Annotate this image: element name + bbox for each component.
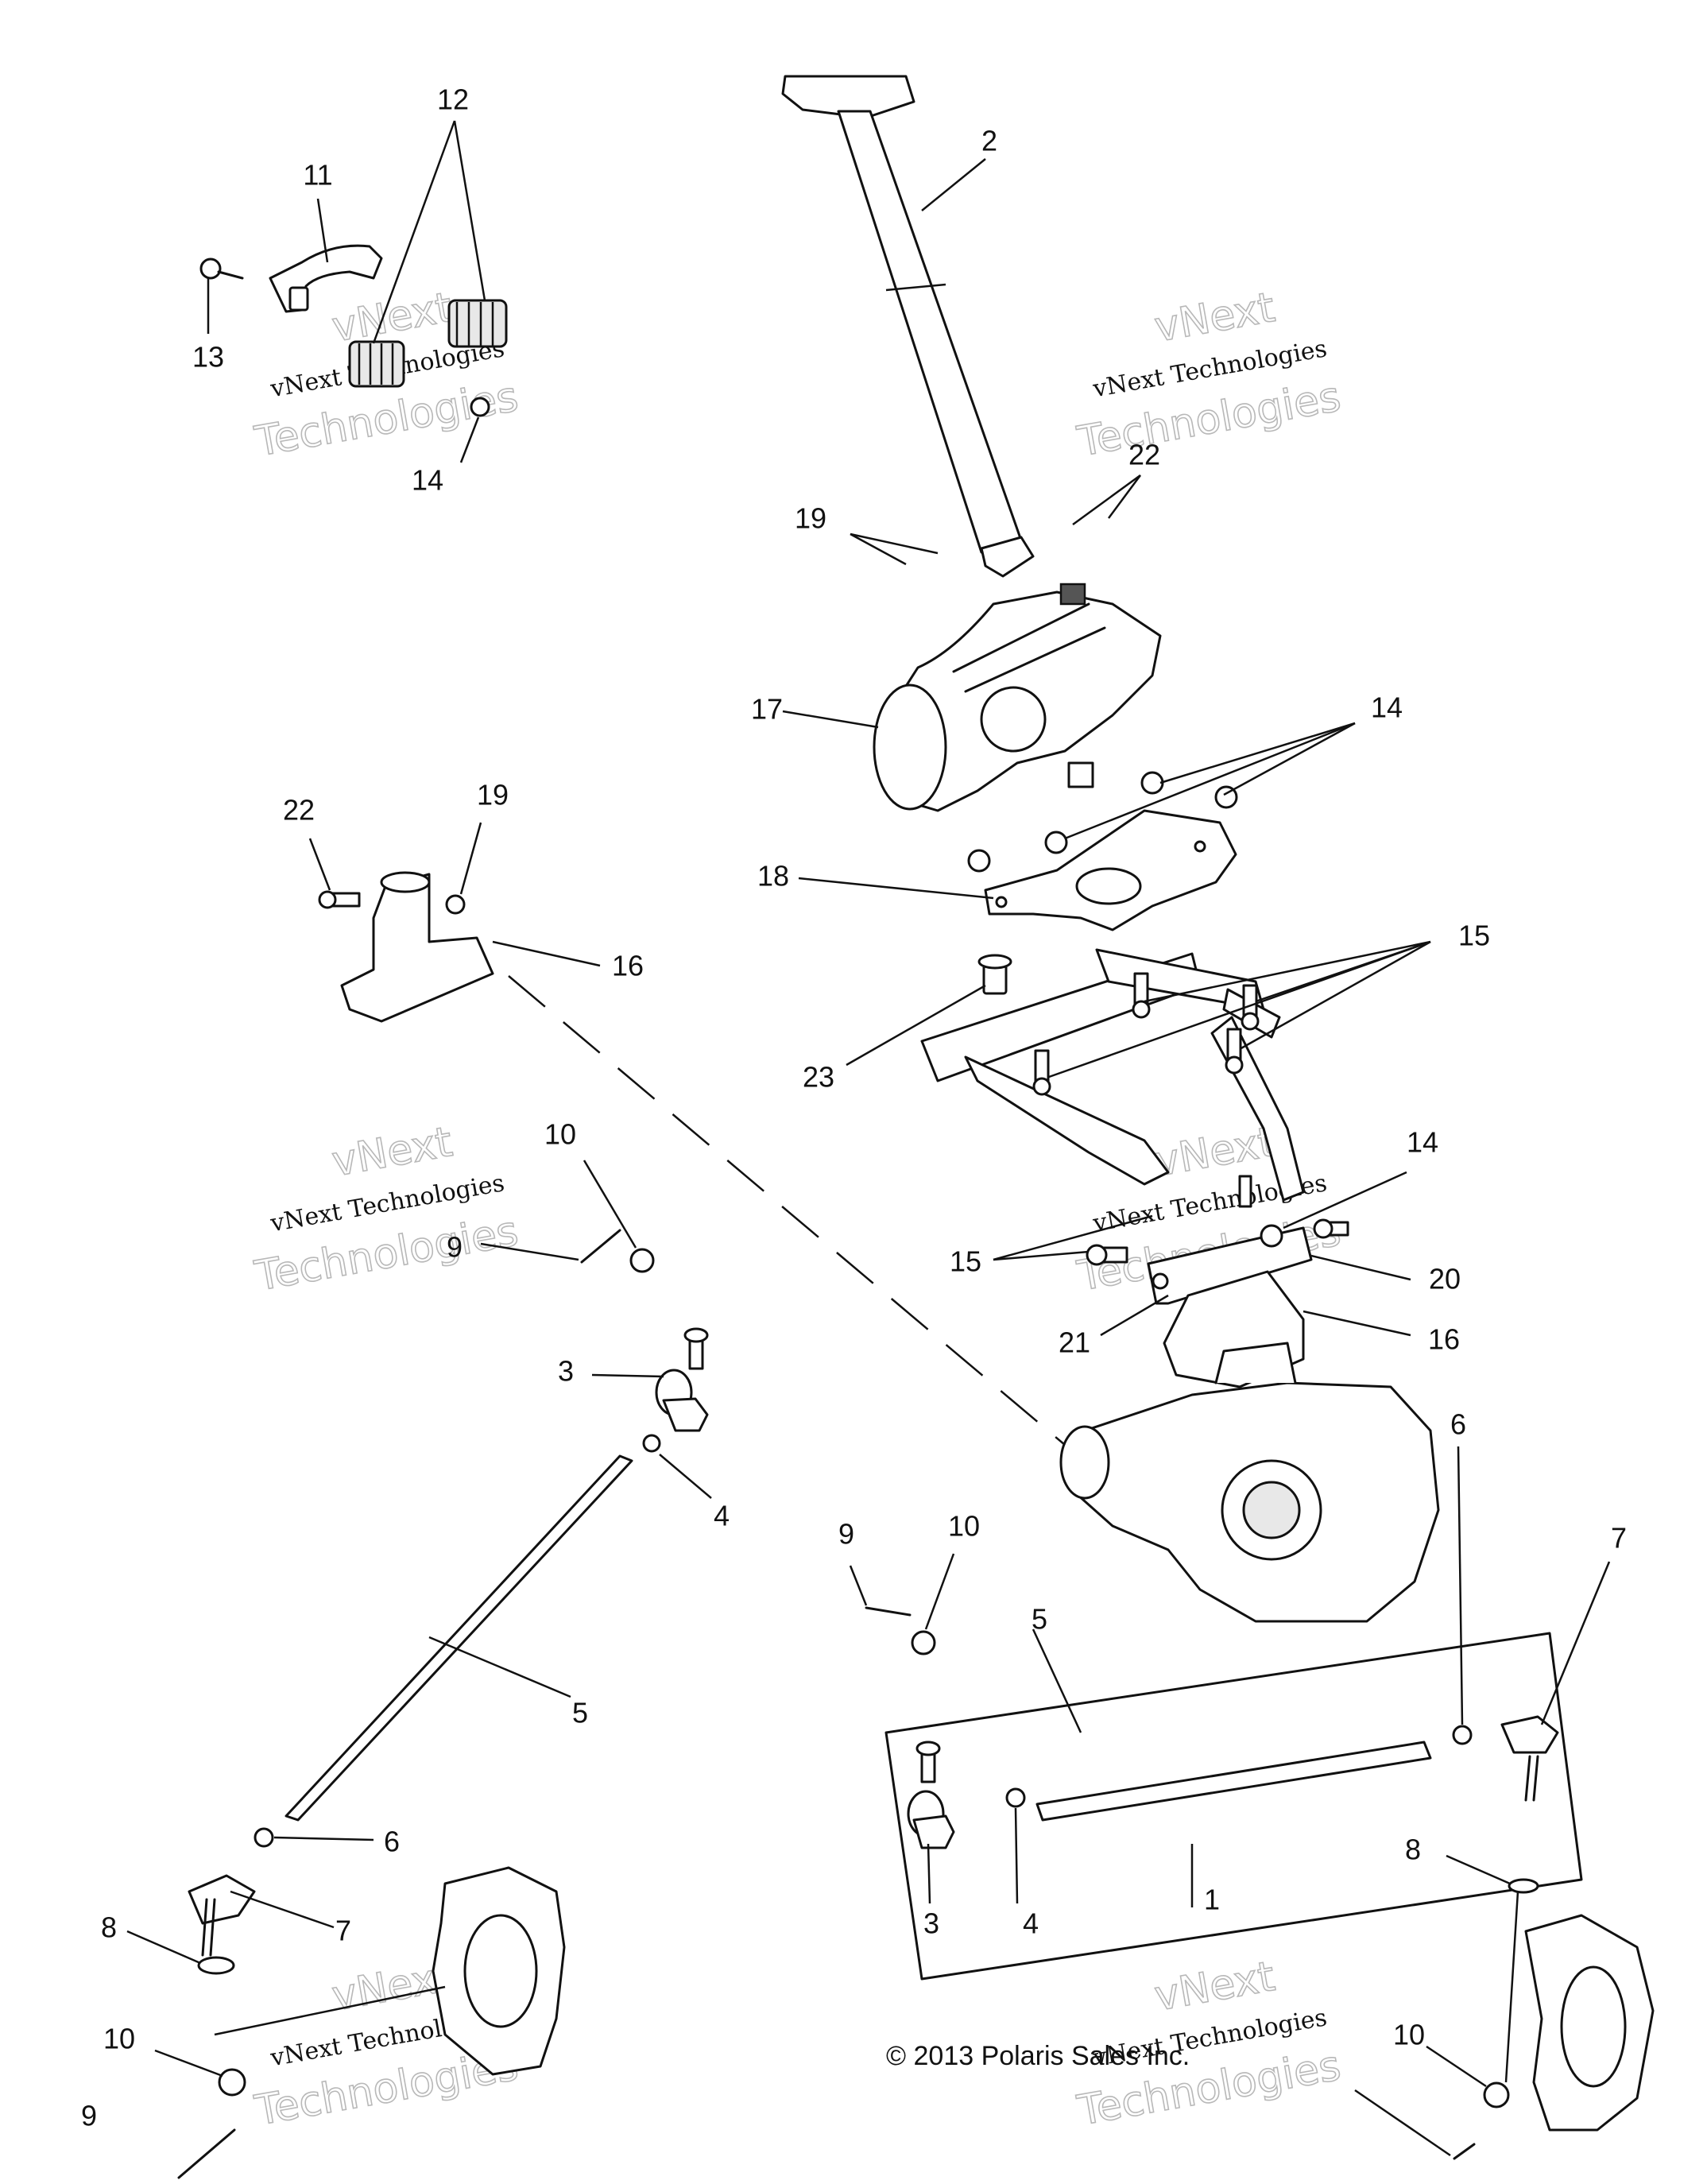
- left-tie-rod-assembly: [177, 1229, 709, 2179]
- steering-gearbox-part: [1059, 1342, 1440, 1623]
- callout-5: 5: [572, 1697, 588, 1729]
- callout-22: 22: [1128, 439, 1160, 471]
- callout-18: 18: [757, 860, 789, 893]
- callout-8: 8: [101, 1911, 117, 1944]
- callout-15: 15: [950, 1245, 981, 1278]
- eps-unit-part: [873, 583, 1162, 812]
- callout-3: 3: [923, 1907, 939, 1940]
- callout-15: 15: [1458, 920, 1490, 952]
- leader-lines: [126, 120, 1611, 2157]
- callout-9: 9: [447, 1231, 463, 1264]
- svg-text:vNext: vNext: [329, 1118, 456, 1186]
- bolt-23: [977, 954, 1012, 995]
- svg-text:vNext: vNext: [1152, 1953, 1279, 2020]
- callout-9: 9: [81, 2100, 97, 2132]
- callout-10: 10: [544, 1118, 576, 1151]
- callout-23: 23: [803, 1061, 834, 1094]
- callout-10: 10: [1393, 2019, 1425, 2051]
- callout-16: 16: [612, 950, 644, 982]
- callout-12: 12: [437, 83, 469, 116]
- frame-bolts: [1032, 972, 1260, 1266]
- callout-10: 10: [948, 1510, 980, 1543]
- callout-6: 6: [384, 1826, 400, 1858]
- callout-21: 21: [1059, 1326, 1090, 1359]
- callout-14: 14: [412, 464, 443, 497]
- assembly-centerline: [508, 975, 1066, 1446]
- callout-6: 6: [1450, 1408, 1466, 1441]
- steering-column-part: [781, 75, 1035, 578]
- mount-16-left: [318, 871, 494, 1023]
- watermark: vNext vNext Technologies Technologies: [1073, 283, 1345, 467]
- svg-text:vNext: vNext: [1152, 1118, 1279, 1186]
- callout-4: 4: [1023, 1907, 1039, 1940]
- watermark: vNext vNext Technologies Technologies: [1073, 1952, 1345, 2136]
- tie-rod-kit-box: [884, 1632, 1583, 1981]
- plate-nuts: [967, 771, 1238, 873]
- callout-4: 4: [714, 1500, 730, 1532]
- callout-14: 14: [1371, 691, 1403, 724]
- callout-7: 7: [335, 1915, 351, 1947]
- callout-2: 2: [981, 125, 997, 157]
- callout-10: 10: [103, 2023, 135, 2055]
- lower-bracket-cluster: [1147, 1175, 1349, 1305]
- callout-17: 17: [751, 693, 783, 726]
- right-tie-rod-assembly: [865, 1606, 1655, 2160]
- callout-13: 13: [192, 341, 224, 374]
- callout-19: 19: [477, 779, 509, 811]
- callout-20: 20: [1429, 1263, 1461, 1295]
- frame-part: [920, 948, 1305, 1202]
- callout-5: 5: [1032, 1603, 1047, 1636]
- column-clamp-cluster: [199, 244, 508, 417]
- callout-16: 16: [1428, 1323, 1460, 1356]
- watermark: vNext vNext Technologies Technologies: [250, 1117, 522, 1301]
- svg-text:vNext: vNext: [1152, 284, 1279, 351]
- callout-1: 1: [1204, 1884, 1220, 1916]
- callout-22: 22: [283, 794, 315, 827]
- callout-8: 8: [1405, 1834, 1421, 1866]
- callout-19: 19: [795, 502, 826, 535]
- callout-9: 9: [838, 1518, 854, 1551]
- callout-14: 14: [1407, 1126, 1438, 1159]
- callout-7: 7: [1611, 1522, 1627, 1555]
- copyright-notice: © 2013 Polaris Sales Inc.: [886, 2041, 1190, 2071]
- mounting-plate-part: [984, 809, 1237, 931]
- callout-11: 11: [303, 159, 332, 192]
- callout-3: 3: [558, 1355, 574, 1388]
- callouts: 12 11 13 14 2 22 19 17 14 18 23 15 22 19…: [81, 83, 1627, 2132]
